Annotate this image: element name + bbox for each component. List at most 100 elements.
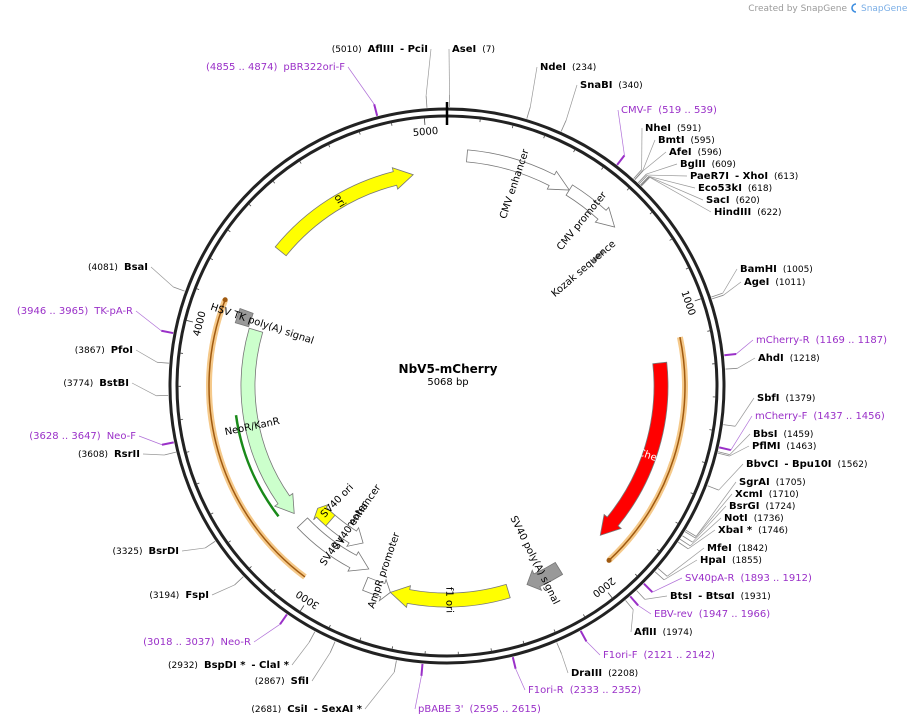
site-tick <box>634 170 644 181</box>
site-leader <box>630 609 634 633</box>
feature-f1-ori <box>389 583 511 609</box>
feature-neor-kanr <box>240 327 295 515</box>
ruler-tick <box>273 588 276 592</box>
plasmid-name: NbV5-mCherry <box>399 362 498 376</box>
site-leader <box>729 445 750 457</box>
ruler-tick <box>228 540 231 543</box>
site-tick <box>173 286 185 292</box>
site-leader <box>131 382 157 397</box>
snapgene-logo-icon: SnapGene <box>851 3 908 14</box>
feature-sv40-poly-a-signal <box>526 561 564 591</box>
primer-label-cmv-f-519-539: CMV-F(519 .. 539) <box>621 105 717 116</box>
site-tick <box>640 176 650 186</box>
site-tick <box>373 104 379 117</box>
site-label-bmti-595: BmtI(595) <box>658 135 715 146</box>
orf-end-marker <box>222 297 228 303</box>
site-leader <box>150 266 174 288</box>
site-label-bamhi-1005: BamHI(1005) <box>740 264 813 275</box>
site-label-paer7i-xhoi-613: PaeR7I- XhoI(613) <box>690 171 798 182</box>
site-tick <box>640 176 650 186</box>
site-leader <box>687 529 716 550</box>
site-tick <box>420 663 424 676</box>
site-tick <box>560 120 567 132</box>
site-leader <box>695 481 737 537</box>
site-label-xbai-1746: XbaI *(1746) <box>718 525 788 536</box>
orf-end-marker <box>606 557 612 563</box>
site-tick <box>629 595 639 607</box>
site-leader <box>253 624 281 643</box>
feature-label-sv40-poly-a-signal: SV40 poly(A) signal <box>507 514 561 606</box>
site-label-3325-bsrdi: (3325)BsrDI <box>113 546 179 557</box>
site-tick <box>633 169 642 179</box>
ruler-tick <box>701 461 705 464</box>
site-tick <box>329 641 336 653</box>
primer-label-pbabe-3-2595-2615: pBABE 3'(2595 .. 2615) <box>418 704 541 715</box>
ruler-tick <box>210 512 214 515</box>
site-leader <box>718 463 744 491</box>
site-leader <box>347 66 375 105</box>
site-label-nhei-591: NheI(591) <box>645 123 701 134</box>
feature-ori <box>274 167 414 257</box>
site-tick <box>556 642 562 654</box>
site-leader <box>652 577 683 593</box>
ruler-tick <box>582 614 586 618</box>
site-tick <box>393 660 397 673</box>
ruler-tick <box>186 451 190 453</box>
site-leader <box>364 671 395 710</box>
site-leader <box>617 109 625 156</box>
site-leader <box>644 595 668 600</box>
site-label-3774-bstbi: (3774)BstBI <box>63 378 129 389</box>
primer-label-f1ori-r-2333-2352: F1ori-R(2333 .. 2352) <box>528 685 641 696</box>
site-label-draiii-2208: DraIII(2208) <box>571 668 638 679</box>
site-label-3867-pfoi: (3867)PfoI <box>75 345 133 356</box>
site-leader <box>425 48 432 96</box>
site-tick <box>511 656 517 670</box>
site-label-5010-afliii-pcii: (5010)AflIII- PciI <box>332 44 428 55</box>
ruler-label: 4000 <box>192 310 209 337</box>
site-tick <box>637 173 647 184</box>
site-tick <box>718 446 732 452</box>
primer-label-3018-3037-neo-r: (3018 .. 3037)Neo-R <box>143 637 251 648</box>
ruler-tick <box>272 180 276 184</box>
feature-kozak-sequence <box>591 250 605 263</box>
site-leader <box>689 517 722 547</box>
site-label-ndei-234: NdeI(234) <box>540 62 596 73</box>
ruler-tick <box>626 187 630 191</box>
primer-label-3628-3647-neo-f: (3628 .. 3647)Neo-F <box>29 431 136 442</box>
site-leader <box>648 175 696 189</box>
ruler-tick <box>649 211 653 215</box>
site-tick <box>526 107 531 119</box>
site-tick <box>161 329 174 335</box>
site-leader <box>649 176 704 201</box>
ruler-tick <box>601 166 604 170</box>
site-leader <box>649 177 712 213</box>
site-leader <box>561 653 569 674</box>
site-leader <box>211 584 235 596</box>
feature-mcherry <box>599 361 669 536</box>
site-label-hindiii-622: HindIII(622) <box>714 207 781 218</box>
site-label-saci-620: SacI(620) <box>706 195 760 206</box>
site-leader <box>637 605 652 615</box>
ruler-label: 5000 <box>412 126 438 139</box>
site-leader <box>138 435 163 446</box>
site-tick <box>638 174 648 185</box>
site-leader <box>737 357 756 369</box>
ruler-tick <box>573 149 576 153</box>
site-leader <box>694 493 733 539</box>
ruler-tick <box>328 144 331 148</box>
ruler-tick <box>522 640 525 644</box>
primer-label-3946-3965-tk-pa-r: (3946 .. 3965)TK-pA-R <box>17 306 133 317</box>
site-leader <box>135 349 158 363</box>
ruler-tick <box>685 267 689 270</box>
feature-label-hsv-tk-poly-a-signal: HSV TK poly(A) signal <box>209 302 315 347</box>
site-leader <box>311 652 331 682</box>
site-tick <box>725 367 738 370</box>
primer-label-f1ori-f-2121-2142: F1ori-F(2121 .. 2142) <box>603 650 715 661</box>
site-tick <box>641 177 651 187</box>
site-label-hpai-1855: HpaI(1855) <box>700 555 762 566</box>
site-tick <box>161 441 174 446</box>
site-leader <box>565 84 578 121</box>
